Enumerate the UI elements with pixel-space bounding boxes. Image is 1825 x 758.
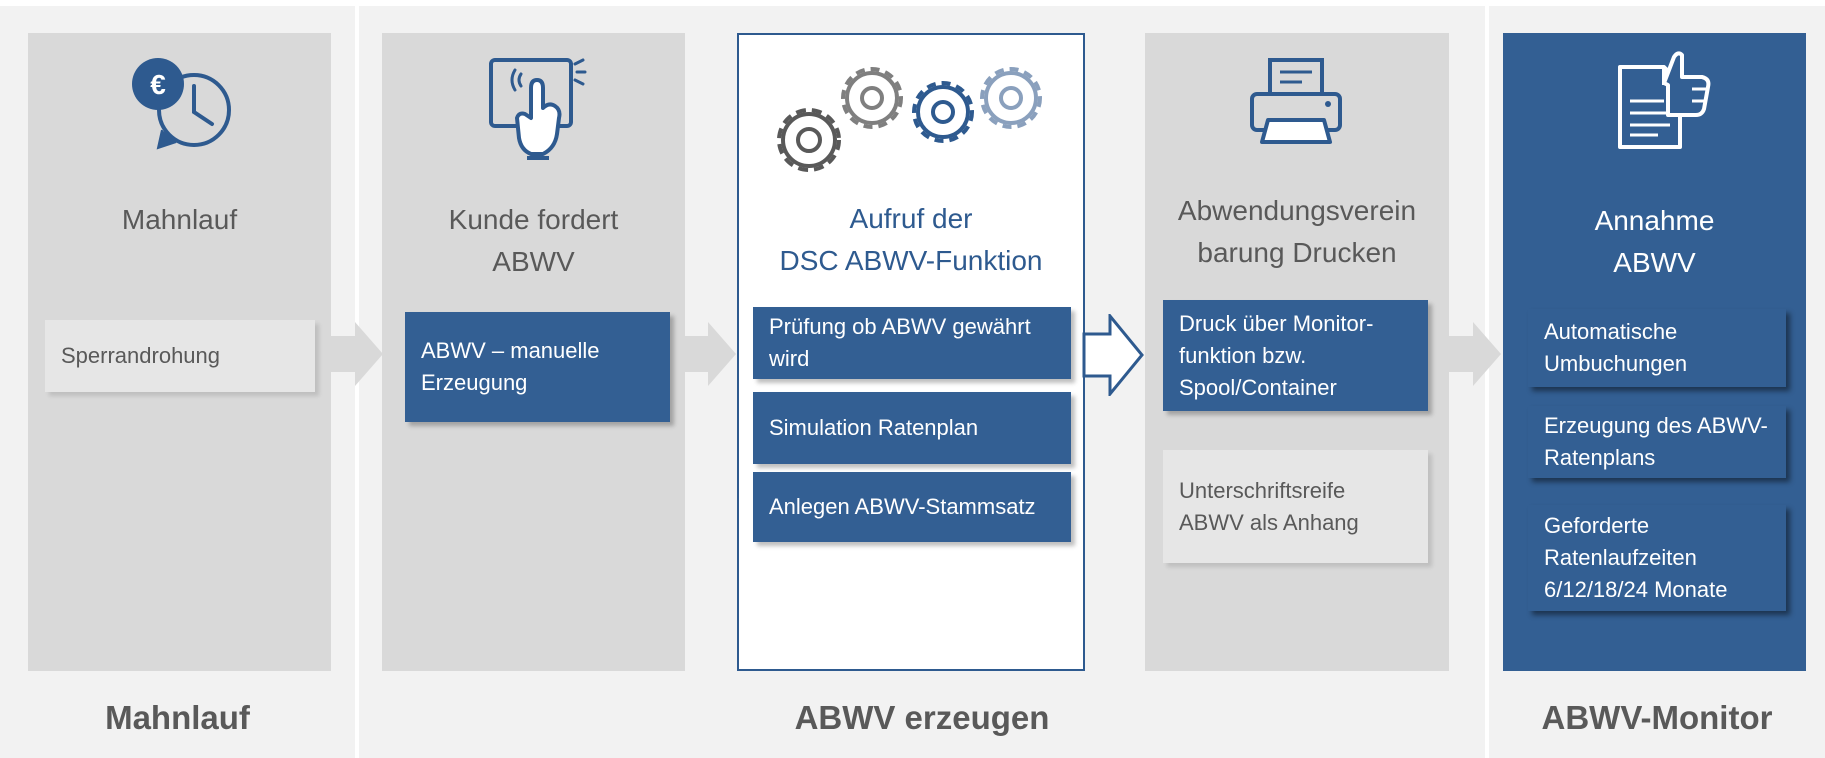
column-drucken-title-line2: barung Drucken [1197,237,1397,268]
list-item-unterschriftsreife: Unterschriftsreife ABWV als Anhang [1163,450,1428,563]
list-item-ratenlaufzeiten: Geforderte Ratenlaufzeiten 6/12/18/24 Mo… [1528,505,1786,611]
section-label-monitor: ABWV-Monitor [1541,699,1773,736]
column-kunde-title-line1: Kunde fordert [448,204,619,235]
gears-icon [765,62,1050,192]
svg-text:€: € [150,69,166,100]
euro-clock-icon: € [128,56,238,157]
section-label-mahnlauf: Mahnlauf [105,699,250,736]
column-kunde-title-line2: ABWV [492,246,575,277]
flow-arrow-1 [331,322,383,386]
list-item-anlegen: Anlegen ABWV-Stammsatz [753,472,1071,542]
touch-screen-icon [487,56,587,167]
section-label-erzeugen: ABWV erzeugen [794,699,1050,736]
list-item-umbuchungen: Automatische Umbuchungen [1528,309,1786,387]
printer-icon [1248,56,1344,151]
list-item-druck-monitor: Druck über Monitor-funktion bzw. Spool/C… [1163,300,1428,411]
column-aufruf-title-line1: Aufruf der [849,203,973,234]
column-annahme-title-line2: ABWV [1613,247,1696,278]
list-item-pruefung: Prüfung ob ABWV gewährt wird [753,307,1071,379]
flow-arrow-2 [684,322,736,386]
list-item-ratenplan: Erzeugung des ABWV-Ratenplans [1528,406,1786,478]
column-mahnlauf-title: Mahnlauf [121,204,238,235]
list-item-manuelle-erzeugung: ABWV – manuelle Erzeugung [405,312,670,422]
column-aufruf-title-line2: DSC ABWV-Funktion [779,245,1043,276]
document-thumbs-up-icon [1614,49,1714,158]
column-drucken-title-line1: Abwendungsverein [1177,195,1417,226]
flow-arrow-4 [1449,322,1501,386]
column-annahme-title-line1: Annahme [1594,205,1715,236]
list-item-sperrandrohung: Sperrandrohung [45,320,315,392]
flow-arrow-3 [1082,314,1144,396]
list-item-simulation: Simulation Ratenplan [753,392,1071,464]
